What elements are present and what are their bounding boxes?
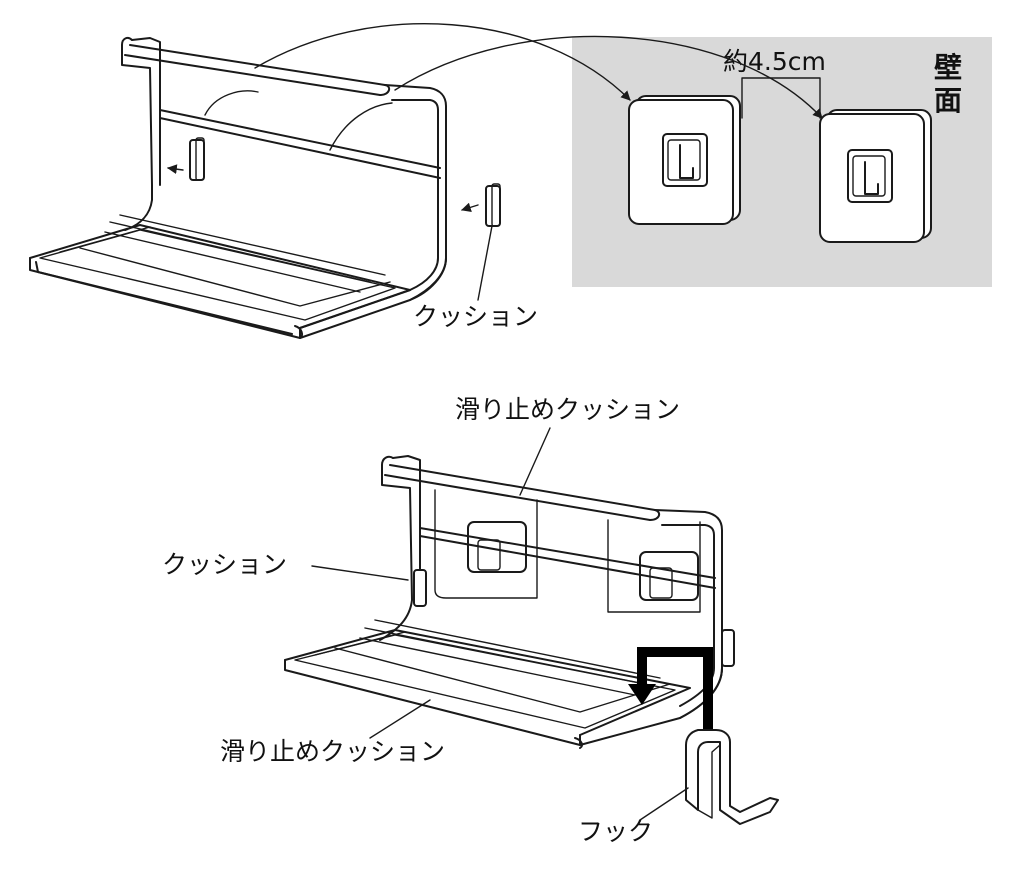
top-rack-cushion-right (461, 183, 501, 301)
bottom-rack (284, 455, 723, 749)
bottom-rack-cushion-right (721, 629, 735, 667)
placement-arrows (254, 23, 823, 119)
wall-hook-left (628, 95, 741, 225)
antislip-leader-top (519, 427, 551, 496)
hook-label: フック (578, 817, 653, 846)
installed-wall-pads (434, 489, 701, 613)
wall-label-char-1: 壁 (934, 51, 962, 84)
bottom-rack-cushion-left (413, 569, 427, 607)
hook-leader (639, 787, 689, 821)
spacing-label: 約4.5cm (723, 47, 826, 76)
antislip-label-bottom: 滑り止めクッション (220, 737, 445, 766)
cushion-label-left: クッション (162, 550, 287, 579)
hook-part (685, 729, 779, 825)
wall-label-char-2: 面 (934, 84, 962, 117)
top-rack-cushion-left (167, 137, 205, 181)
antislip-label-top: 滑り止めクッション (455, 395, 680, 424)
spacing-bracket (741, 77, 821, 119)
cushion-label-top: クッション (413, 302, 538, 331)
hook-insert-arrow (628, 647, 713, 735)
antislip-leader-bottom (369, 699, 431, 739)
wall-hook-right (819, 109, 932, 243)
top-rack (29, 36, 447, 339)
cushion-leader-left (311, 565, 409, 581)
